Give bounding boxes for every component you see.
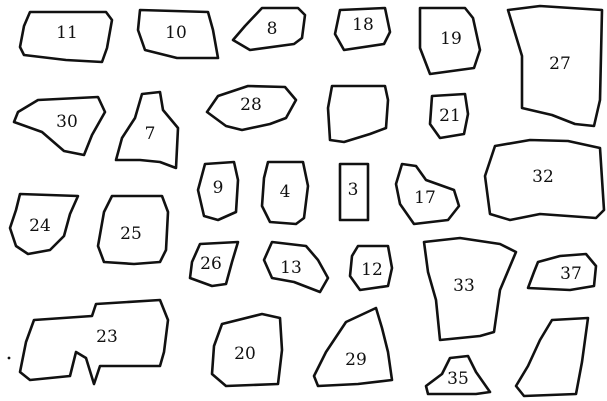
piece-28-label: 28 [240, 95, 262, 115]
piece-unlabeled-b [516, 318, 588, 396]
piece-17-label: 17 [414, 188, 436, 208]
piece-30: 30 [14, 97, 105, 155]
piece-37-label: 37 [560, 264, 582, 284]
piece-4: 4 [262, 162, 308, 224]
piece-25: 25 [98, 196, 168, 264]
piece-20: 20 [212, 314, 282, 386]
piece-24-label: 24 [29, 216, 51, 236]
piece-19: 19 [420, 8, 480, 74]
piece-unlabeled-b-outline [516, 318, 588, 396]
piece-33: 33 [424, 238, 516, 340]
piece-unlabeled-a [328, 86, 388, 142]
piece-3-label: 3 [348, 180, 359, 200]
piece-32-label: 32 [532, 167, 554, 187]
piece-23-label: 23 [96, 327, 118, 347]
piece-29-outline [314, 308, 392, 386]
piece-9-label: 9 [213, 178, 224, 198]
piece-23: 23 [20, 300, 168, 384]
piece-29-label: 29 [345, 350, 367, 370]
piece-18-label: 18 [352, 15, 374, 35]
piece-35-label: 35 [447, 369, 469, 389]
piece-9: 9 [198, 162, 238, 220]
piece-32: 32 [485, 140, 604, 220]
piece-8: 8 [233, 8, 305, 50]
stray-dot [8, 357, 11, 360]
piece-19-label: 19 [440, 29, 462, 49]
piece-4-label: 4 [280, 182, 291, 202]
piece-26-label: 26 [200, 254, 222, 274]
piece-24: 24 [10, 194, 78, 254]
piece-37: 37 [528, 254, 596, 290]
piece-27: 27 [508, 6, 602, 126]
piece-3: 3 [340, 164, 368, 220]
piece-26: 26 [190, 242, 238, 286]
piece-8-label: 8 [267, 19, 278, 39]
piece-21: 21 [430, 94, 468, 138]
piece-33-label: 33 [453, 276, 475, 296]
piece-27-label: 27 [549, 54, 571, 74]
piece-10: 10 [138, 10, 218, 58]
piece-11: 11 [20, 12, 112, 62]
piece-unlabeled-a-outline [328, 86, 388, 142]
piece-13: 13 [264, 242, 328, 292]
piece-7: 7 [116, 92, 178, 168]
piece-12: 12 [350, 246, 392, 290]
piece-25-label: 25 [120, 224, 142, 244]
piece-20-label: 20 [234, 344, 256, 364]
piece-29: 29 [314, 308, 392, 386]
piece-23-outline [20, 300, 168, 384]
piece-18: 18 [335, 8, 390, 50]
piece-28: 28 [207, 86, 296, 130]
piece-12-label: 12 [361, 260, 383, 280]
piece-17: 17 [396, 164, 459, 224]
piece-30-label: 30 [56, 112, 78, 132]
piece-10-label: 10 [165, 23, 187, 43]
piece-7-label: 7 [145, 124, 156, 144]
piece-11-label: 11 [56, 23, 78, 43]
piece-21-label: 21 [439, 106, 461, 126]
piece-35: 35 [426, 356, 490, 394]
piece-13-label: 13 [280, 258, 302, 278]
